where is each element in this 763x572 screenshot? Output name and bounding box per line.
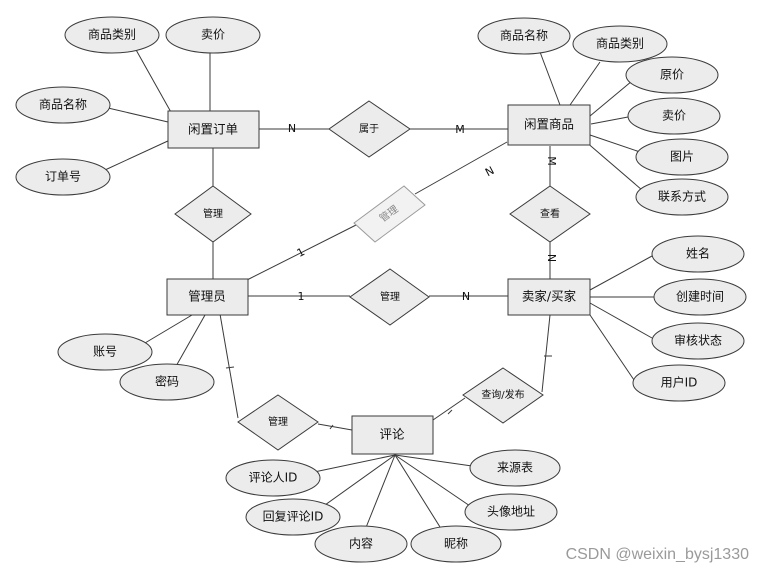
- svg-text:卖家/买家: 卖家/买家: [522, 289, 577, 304]
- attribute-order-number: 订单号: [15, 158, 111, 196]
- attribute-comment-commenter-id: 评论人ID: [225, 459, 321, 497]
- relationship-manage-order: 管理: [174, 185, 252, 243]
- cardinality-order-belongs: N: [288, 122, 296, 135]
- attribute-admin-password: 密码: [119, 363, 215, 401]
- cardinality-product-view: M: [545, 156, 558, 166]
- attribute-order-category: 商品类别: [64, 16, 160, 54]
- attribute-product-price: 卖价: [627, 97, 721, 135]
- cardinality-view-seller: N: [545, 254, 558, 262]
- attribute-comment-reply-id: 回复评论ID: [245, 498, 341, 536]
- cardinality-product-manage: N: [483, 164, 496, 179]
- attribute-user-name: 姓名: [651, 235, 745, 273]
- attribute-order-product-name: 商品名称: [15, 86, 111, 124]
- attribute-order-price: 卖价: [165, 16, 261, 54]
- svg-text:卖价: 卖价: [662, 109, 686, 123]
- svg-text:卖价: 卖价: [201, 28, 225, 42]
- svg-text:订单号: 订单号: [45, 170, 81, 184]
- svg-text:来源表: 来源表: [497, 461, 533, 475]
- svg-text:评论人ID: 评论人ID: [249, 471, 298, 485]
- attribute-admin-account: 账号: [57, 333, 153, 371]
- svg-text:评论: 评论: [379, 427, 405, 442]
- attribute-product-category: 商品类别: [572, 25, 668, 63]
- entity-comment: 评论: [351, 415, 434, 455]
- svg-text:查看: 查看: [540, 207, 560, 220]
- svg-text:闲置订单: 闲置订单: [188, 122, 238, 137]
- svg-text:商品名称: 商品名称: [39, 97, 87, 112]
- attribute-product-contact: 联系方式: [635, 178, 729, 216]
- cardinality-manage-user-seller: N: [462, 290, 470, 303]
- cardinality-admin-manage-user: 1: [298, 290, 305, 303]
- watermark: CSDN @weixin_bysj1330: [565, 546, 749, 563]
- cardinality-admin-manage-product: 1: [295, 245, 307, 260]
- attribute-comment-nickname: 昵称: [410, 525, 502, 563]
- svg-text:管理: 管理: [268, 415, 288, 428]
- entity-idle-product: 闲置商品: [507, 104, 591, 146]
- svg-text:回复评论ID: 回复评论ID: [263, 510, 324, 524]
- relationship-manage-comment: 管理: [237, 394, 319, 451]
- svg-text:图片: 图片: [670, 150, 694, 164]
- svg-text:管理: 管理: [380, 290, 400, 303]
- relationship-manage-product: 管理: [353, 185, 426, 243]
- svg-text:审核状态: 审核状态: [674, 333, 722, 348]
- svg-text:联系方式: 联系方式: [658, 189, 706, 204]
- attribute-product-original-price: 原价: [625, 56, 719, 94]
- svg-text:昵称: 昵称: [444, 537, 468, 551]
- svg-text:管理: 管理: [203, 207, 223, 220]
- entity-idle-order: 闲置订单: [167, 110, 260, 149]
- connector-lines: [104, 47, 654, 531]
- svg-text:查询/发布: 查询/发布: [481, 388, 524, 401]
- svg-text:商品类别: 商品类别: [88, 27, 136, 42]
- svg-text:内容: 内容: [349, 536, 373, 551]
- svg-text:创建时间: 创建时间: [676, 290, 724, 304]
- svg-text:闲置商品: 闲置商品: [524, 117, 574, 132]
- svg-text:账号: 账号: [93, 345, 117, 359]
- svg-text:姓名: 姓名: [686, 246, 710, 261]
- relationship-manage-user: 管理: [349, 268, 430, 326]
- attribute-comment-avatar-url: 头像地址: [464, 493, 558, 531]
- svg-text:密码: 密码: [155, 374, 179, 389]
- entity-seller-buyer: 卖家/买家: [507, 278, 591, 316]
- attribute-user-id: 用户ID: [632, 364, 726, 402]
- attribute-comment-content: 内容: [314, 525, 408, 563]
- relationship-belongs: 属于: [328, 100, 411, 158]
- svg-text:商品类别: 商品类别: [596, 36, 644, 51]
- relationship-view: 查看: [509, 185, 591, 243]
- svg-text:管理员: 管理员: [188, 289, 226, 304]
- svg-text:属于: 属于: [359, 123, 379, 135]
- entity-admin: 管理员: [166, 278, 249, 316]
- cardinality-belongs-product: M: [455, 123, 465, 136]
- attribute-user-review-status: 审核状态: [651, 322, 745, 360]
- attribute-product-image: 图片: [635, 138, 729, 176]
- attribute-product-name: 商品名称: [477, 17, 571, 55]
- svg-text:头像地址: 头像地址: [487, 505, 535, 519]
- relationship-query-publish: 查询/发布: [462, 367, 544, 424]
- attribute-user-created-time: 创建时间: [653, 278, 747, 316]
- svg-text:原价: 原价: [660, 68, 684, 82]
- svg-text:用户ID: 用户ID: [661, 375, 698, 390]
- attribute-comment-source-table: 来源表: [469, 449, 561, 487]
- cardinality-ticks: [225, 355, 552, 430]
- svg-text:商品名称: 商品名称: [500, 28, 548, 43]
